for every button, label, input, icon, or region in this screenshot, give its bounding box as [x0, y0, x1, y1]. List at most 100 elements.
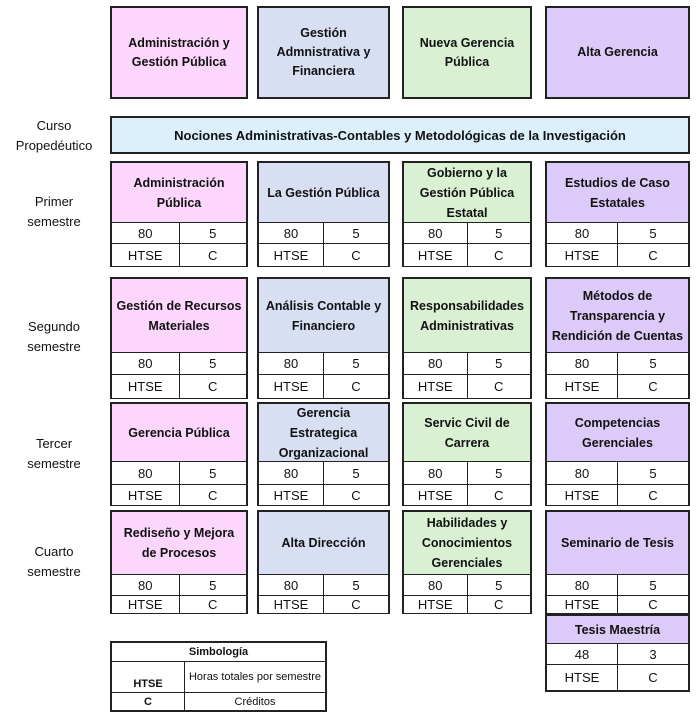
- area-header-1: Administración y Gestión Pública: [110, 6, 248, 99]
- course-hours-row: 80 5: [404, 575, 530, 596]
- legend-key: C: [112, 693, 185, 710]
- course-title: Rediseño y Mejora de Procesos: [112, 512, 246, 575]
- course-code: C: [648, 597, 658, 612]
- course-type: HTSE: [547, 596, 618, 613]
- course-title: Gerencia Estrategica Organizacional: [259, 404, 388, 462]
- course-hours: 80: [404, 223, 468, 243]
- course-credits: 3: [649, 646, 657, 662]
- course-hours-row: 80 5: [112, 462, 246, 485]
- course-hours: 80: [404, 462, 468, 484]
- course-type-row: HTSE C: [547, 596, 688, 613]
- course-title: Habilidades y Conocimientos Gerenciales: [404, 512, 530, 575]
- course-code: C: [208, 597, 218, 612]
- course-credits: 5: [209, 465, 217, 481]
- legend-row: C Créditos: [112, 693, 325, 710]
- course-hours: 80: [112, 353, 180, 374]
- course-code: C: [494, 597, 504, 612]
- course-type-row: HTSE C: [547, 665, 688, 690]
- course-hours: 80: [404, 575, 468, 595]
- row-label-line: semestre: [27, 564, 81, 579]
- legend-key: HTSE: [112, 662, 185, 692]
- course-type: HTSE: [112, 596, 180, 613]
- course-type-row: HTSE C: [547, 485, 688, 505]
- course-code: C: [648, 379, 658, 394]
- course-title: Análisis Contable y Financiero: [259, 279, 388, 353]
- area-header-4: Alta Gerencia: [545, 6, 690, 99]
- course-type: HTSE: [547, 485, 618, 505]
- course-type: HTSE: [547, 244, 618, 266]
- course-hours: 80: [547, 462, 618, 484]
- course-credits: 5: [352, 465, 360, 481]
- course-code: C: [351, 379, 361, 394]
- course-hours: 80: [112, 575, 180, 595]
- area-header-label: Alta Gerencia: [577, 45, 658, 59]
- semester-label-2: Segundo semestre: [0, 317, 108, 357]
- course-hours: 80: [404, 353, 468, 374]
- course-title: Estudios de Caso Estatales: [547, 163, 688, 223]
- course-hours: 80: [112, 462, 180, 484]
- area-header-label: Nueva Gerencia Pública: [419, 35, 515, 69]
- course-code: C: [494, 379, 504, 394]
- course-hours-row: 80 5: [547, 462, 688, 485]
- course-type-row: HTSE C: [112, 596, 246, 613]
- course-hours: 80: [547, 223, 618, 243]
- semester-label-4: Cuarto semestre: [0, 542, 108, 582]
- row-label-line: semestre: [27, 214, 81, 229]
- legend-row: HTSE Horas totales por semestre: [112, 662, 325, 693]
- course-title: Gobierno y la Gestión Pública Estatal: [404, 163, 530, 223]
- course-code: C: [648, 247, 658, 263]
- course-code: C: [494, 487, 504, 503]
- course-title: Responsabilidades Administrativas: [404, 279, 530, 353]
- course-credits: 5: [209, 356, 217, 371]
- course-hours: 80: [259, 353, 324, 374]
- area-header-label: Gestión Admnistrativa y Financiera: [276, 26, 371, 78]
- course-type: HTSE: [404, 375, 468, 398]
- course-type: HTSE: [112, 375, 180, 398]
- course-type: HTSE: [259, 375, 324, 398]
- course-credits: 5: [352, 356, 360, 371]
- course-credits: 5: [649, 465, 657, 481]
- semester-label-3: Tercer semestre: [0, 434, 108, 474]
- row-label-line: Tercer: [35, 436, 73, 451]
- course-hours-row: 80 5: [259, 353, 388, 375]
- course-code: C: [208, 379, 218, 394]
- propedeutico-label: Curso Propedéutico: [0, 116, 108, 156]
- course-credits: 5: [495, 577, 503, 593]
- legend-title: Simbología: [112, 643, 325, 662]
- course-credits: 5: [352, 225, 360, 241]
- course-type: HTSE: [259, 485, 324, 505]
- course-type: HTSE: [547, 375, 618, 398]
- course-type-row: HTSE C: [404, 375, 530, 398]
- course-hours: 80: [547, 353, 618, 374]
- course-type: HTSE: [547, 665, 618, 690]
- course-title: Tesis Maestría: [547, 616, 688, 644]
- row-label-line: Primer: [34, 194, 74, 209]
- course-code: C: [648, 487, 658, 503]
- course-hours: 80: [547, 575, 618, 595]
- course-type-row: HTSE C: [547, 375, 688, 398]
